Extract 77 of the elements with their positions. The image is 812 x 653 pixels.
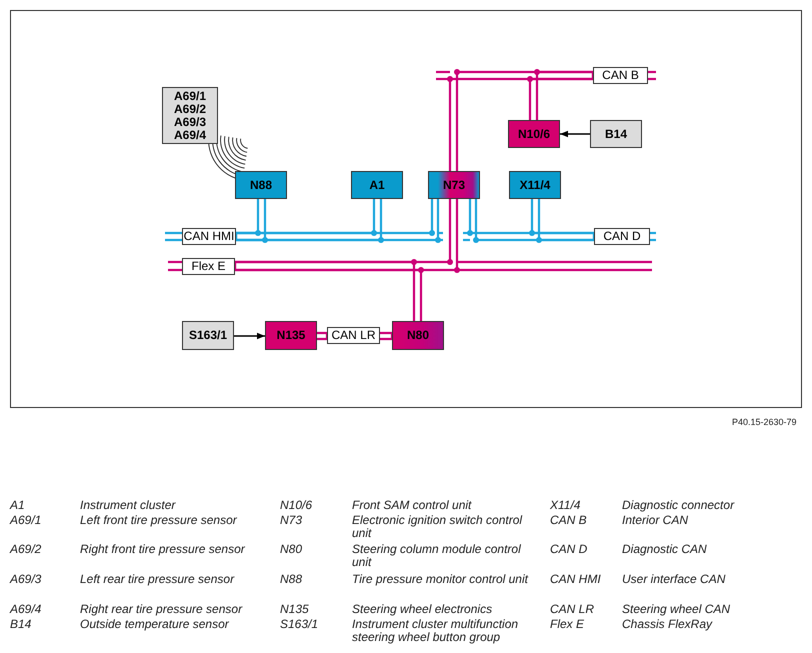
legend-designation: CAN HMI <box>550 573 602 586</box>
legend-description: Interior CAN <box>622 514 690 527</box>
bus-label <box>593 67 648 84</box>
legend-description: Diagnostic CAN <box>622 543 708 556</box>
legend-description: Electronic ignition switch control unit <box>352 514 524 540</box>
legend-description: Chassis FlexRay <box>622 618 714 631</box>
node-label: N80 <box>406 329 429 342</box>
control-unit-box <box>235 171 287 199</box>
legend-designation: N88 <box>280 573 304 586</box>
legend-description: Steering wheel electronics <box>352 603 494 616</box>
legend-designation: A69/2 <box>10 543 42 556</box>
node-label: CAN HMI <box>184 230 234 243</box>
node-label: N88 <box>250 178 272 192</box>
legend-designation: N135 <box>280 603 310 616</box>
legend-description: Left rear tire pressure sensor <box>80 573 236 586</box>
node-label: S163/1 <box>188 329 228 342</box>
node-label: N10/6 <box>518 128 550 140</box>
node-label: Flex E <box>191 260 226 273</box>
bus-connection <box>530 198 596 242</box>
legend-designation: CAN LR <box>550 603 596 616</box>
node-label: N135 <box>276 329 306 342</box>
control-unit-box <box>508 120 560 148</box>
arrow <box>234 332 265 340</box>
bus-label <box>594 228 650 245</box>
legend-designation: A1 <box>10 499 26 512</box>
bus-label <box>327 327 380 344</box>
legend-designation: CAN B <box>550 514 588 527</box>
drawing-number: P40.15-2630-79 <box>732 416 797 429</box>
node-label: N73 <box>442 178 465 192</box>
legend-description: Steering wheel CAN <box>622 603 732 616</box>
legend-description: User interface CAN <box>622 573 726 586</box>
legend-description: Diagnostic connector <box>622 499 736 512</box>
legend-description: Right rear tire pressure sensor <box>80 603 244 616</box>
legend-description: Instrument cluster <box>80 499 177 512</box>
legend-designation: N10/6 <box>280 499 314 512</box>
control-unit-box <box>428 171 480 199</box>
legend-description: Right front tire pressure sensor <box>80 543 246 556</box>
node-label: A69/1 <box>174 90 206 102</box>
control-unit-box <box>351 171 403 199</box>
legend-designation: N73 <box>280 514 304 527</box>
node-label: B14 <box>604 128 627 140</box>
legend-description: Left front tire pressure sensor <box>80 514 238 527</box>
bus-connection <box>316 332 328 340</box>
node-label: A69/2 <box>174 102 206 116</box>
legend-designation: CAN D <box>550 543 588 556</box>
legend-designation: Flex E <box>550 618 586 631</box>
legend-designation: A69/4 <box>10 603 42 616</box>
node-label: CAN LR <box>331 329 376 342</box>
bus-connection <box>448 70 594 172</box>
legend-description: Outside temperature sensor <box>80 618 230 631</box>
arrow <box>560 130 590 138</box>
legend-designation: S163/1 <box>280 618 320 631</box>
control-unit-box <box>392 321 444 350</box>
control-unit-box <box>265 321 317 350</box>
node-label: A69/3 <box>174 116 206 128</box>
legend-designation: B14 <box>10 618 32 631</box>
bus-label <box>182 258 235 275</box>
legend-description: Instrument cluster multifunction steering wheel button group <box>352 618 520 644</box>
component-box <box>162 87 218 144</box>
node-label: A69/4 <box>174 128 206 142</box>
component-box <box>590 120 642 148</box>
legend-description: Tire pressure monitor control unit <box>352 573 530 586</box>
legend-designation: X11/4 <box>550 499 582 512</box>
legend-designation: A69/1 <box>10 514 42 527</box>
legend-description: Steering column module control unit <box>352 543 522 569</box>
control-unit-box <box>509 171 561 199</box>
bus-connection <box>234 198 440 242</box>
bus-connection <box>234 260 422 322</box>
component-box <box>182 321 234 350</box>
legend-designation: A69/3 <box>10 573 42 586</box>
legend-description: Front SAM control unit <box>352 499 473 512</box>
node-label: CAN B <box>602 69 639 82</box>
node-label: CAN D <box>603 230 641 243</box>
legend-designation: N80 <box>280 543 304 556</box>
node-label: X11/4 <box>520 178 550 192</box>
bus-connection <box>378 332 394 340</box>
node-label: A1 <box>369 178 385 192</box>
